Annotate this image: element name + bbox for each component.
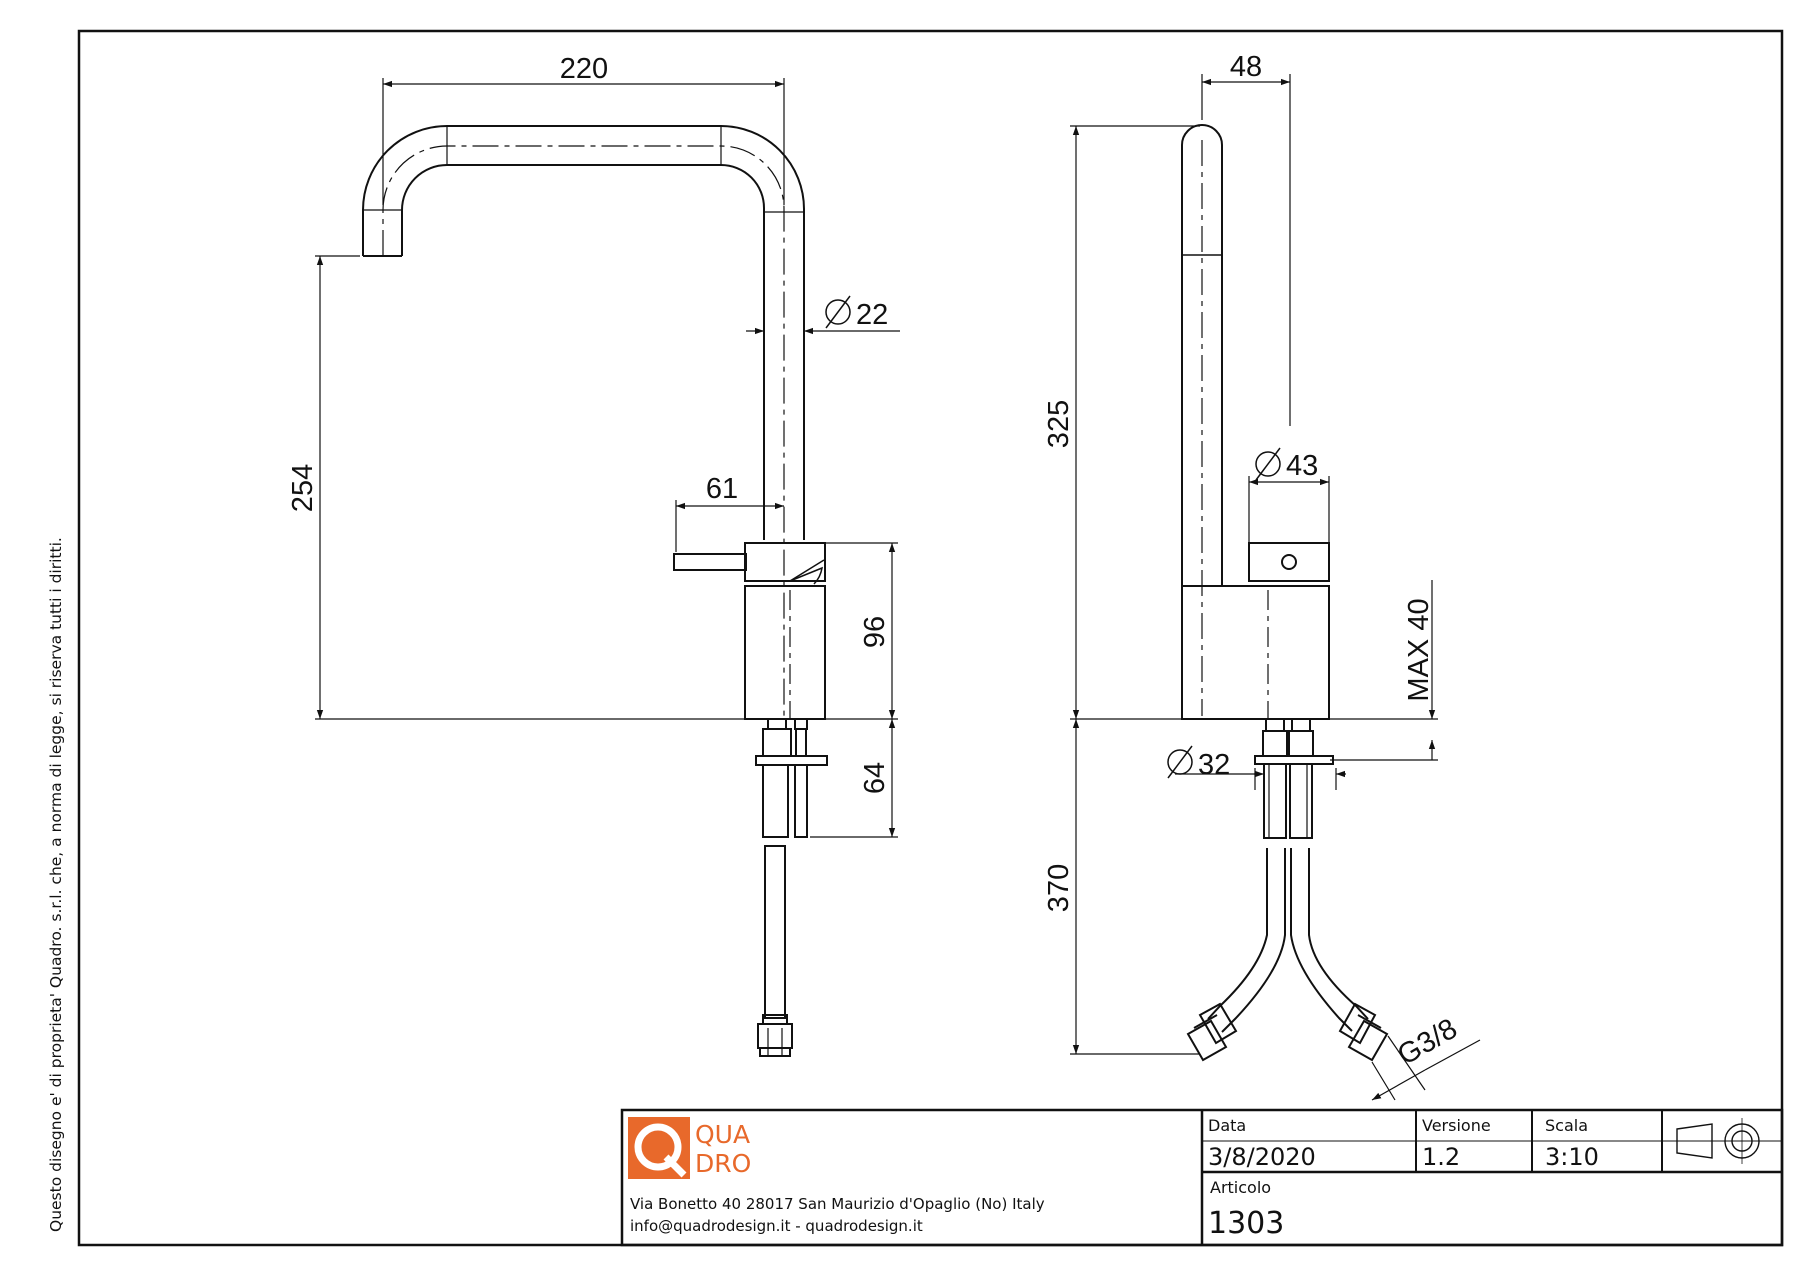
side-hose-left (1207, 848, 1286, 1033)
mixer-head (744, 542, 826, 582)
front-view (362, 125, 828, 1057)
side-tube (1181, 124, 1223, 586)
article-value: 1303 (1208, 1206, 1284, 1241)
set-screw (1281, 554, 1297, 570)
dim-370: 370 (1043, 864, 1075, 912)
dimension-lines (315, 74, 1481, 1101)
dim-64: 64 (859, 762, 891, 794)
dim-43: 43 (1286, 450, 1318, 482)
dimension-labels: 220 22 254 61 96 64 48 325 43 MAX 40 32 … (287, 51, 1463, 1072)
logo-text-line2: DRO (695, 1149, 751, 1178)
lever-handle (673, 553, 747, 571)
title-block (620, 1108, 1784, 1247)
spout-inner-outline (401, 164, 765, 540)
company-contacts: info@quadrodesign.it - quadrodesign.it (630, 1217, 923, 1235)
mixer-body (744, 585, 826, 720)
side-body (1181, 585, 1330, 720)
company-address: Via Bonetto 40 28017 San Maurizio d'Opag… (630, 1195, 1045, 1213)
dim-22: 22 (856, 299, 888, 331)
dim-254: 254 (287, 464, 319, 512)
dim-g3-8: G3/8 (1392, 1013, 1462, 1072)
side-view (1181, 124, 1389, 1062)
quadro-logo: QUA DRO (628, 1117, 751, 1179)
date-value: 3/8/2020 (1208, 1143, 1316, 1171)
scale-label: Scala (1545, 1116, 1588, 1135)
flex-hose (764, 845, 786, 1019)
scale-value: 3:10 (1545, 1143, 1599, 1171)
date-label: Data (1208, 1116, 1246, 1135)
sheet-border (77, 29, 1784, 1247)
dim-325: 325 (1043, 400, 1075, 448)
dim-220: 220 (560, 53, 608, 85)
diameter-icon (825, 299, 851, 325)
dim-32: 32 (1198, 749, 1230, 781)
dim-48: 48 (1230, 51, 1262, 83)
diameter-icon (1167, 749, 1193, 775)
diameter-symbols (825, 295, 1281, 779)
dim-max-40: MAX 40 (1403, 598, 1435, 701)
version-value: 1.2 (1422, 1143, 1460, 1171)
projection-symbol-icon (1668, 1118, 1765, 1164)
dim-96: 96 (859, 616, 891, 648)
version-label: Versione (1422, 1116, 1491, 1135)
fixing-plate (755, 755, 828, 766)
copyright-note: Questo disegno e' di proprieta' Quadro. … (47, 537, 65, 1232)
logo-text-line1: QUA (695, 1120, 750, 1149)
spout-outline (362, 125, 805, 540)
diameter-icon (1255, 451, 1281, 477)
side-hose-right (1290, 848, 1369, 1032)
dim-61: 61 (706, 473, 738, 505)
side-head (1248, 542, 1330, 582)
article-label: Articolo (1210, 1178, 1271, 1197)
side-fixing-plate (1254, 755, 1334, 765)
